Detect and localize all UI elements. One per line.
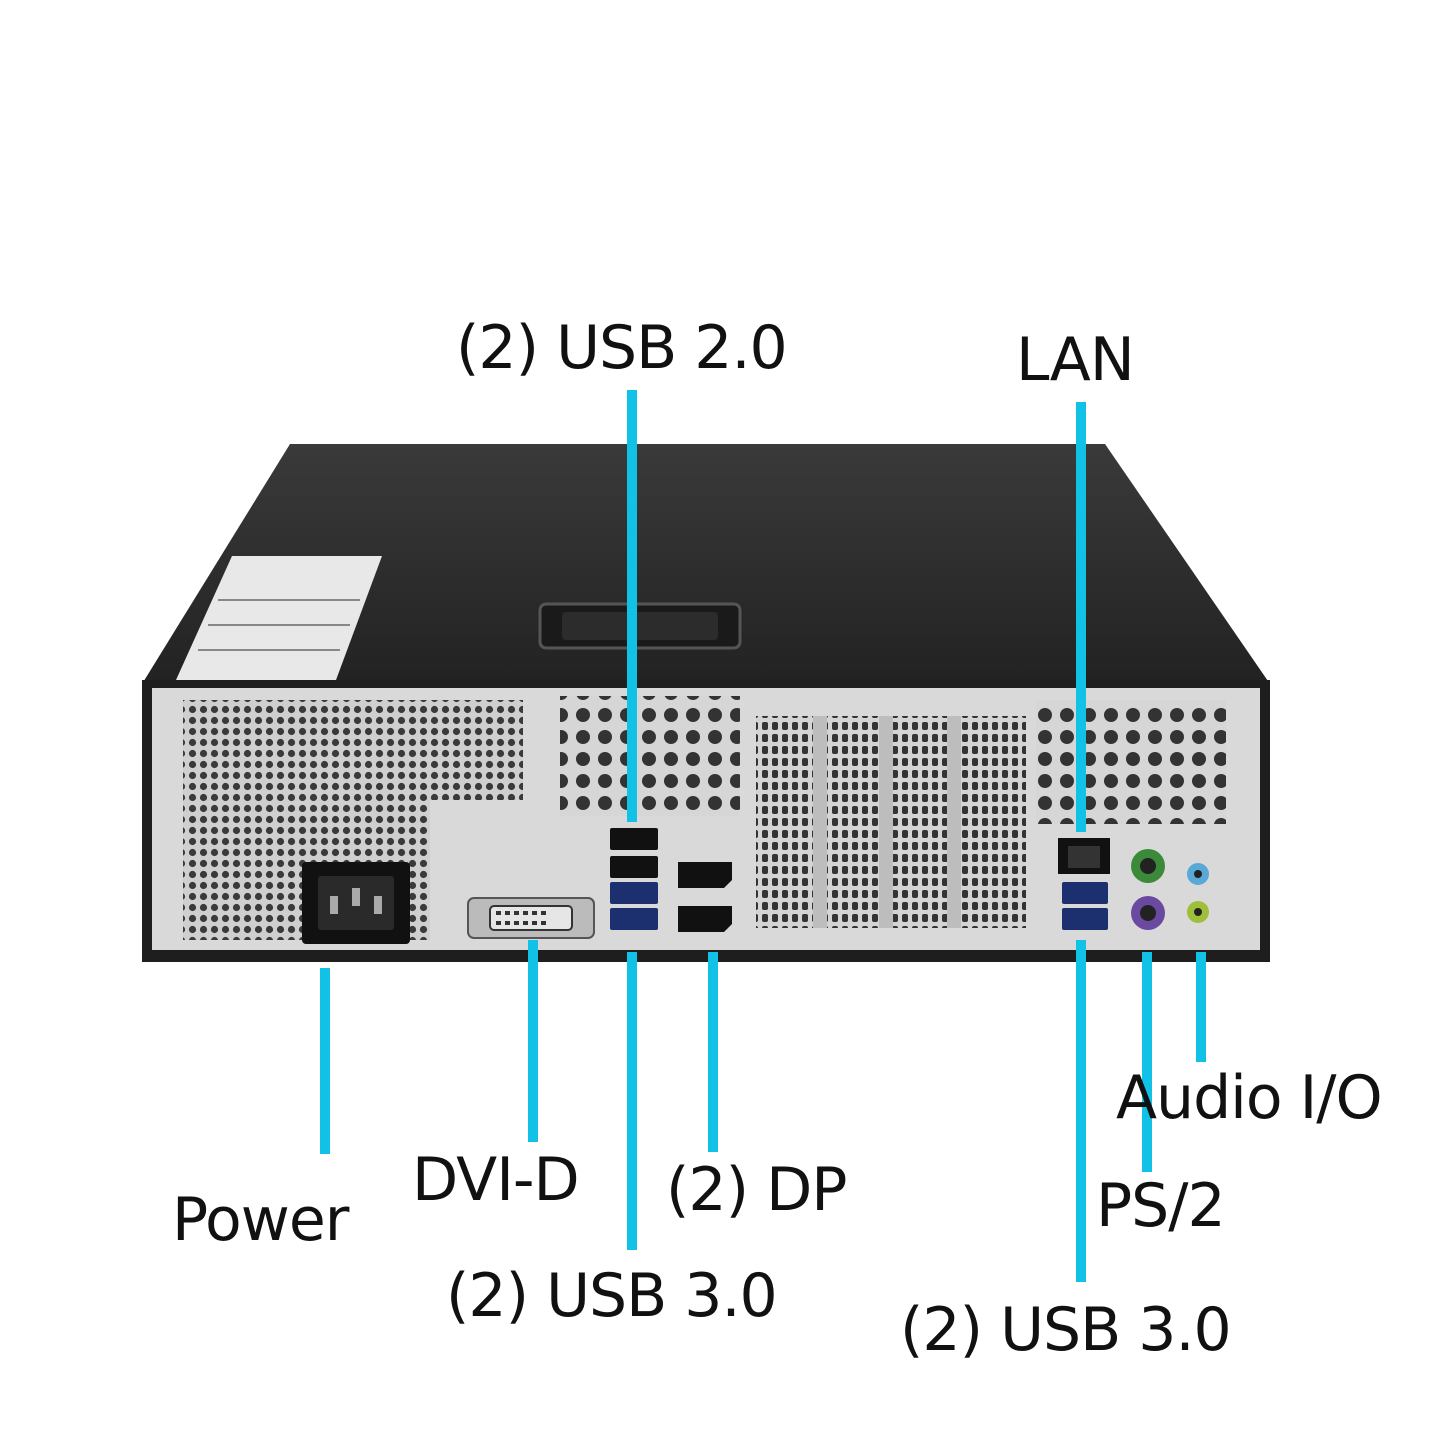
leader-ps2: [1142, 952, 1152, 1172]
usb-port-icon-right: [1062, 882, 1108, 930]
ethernet-port-icon: [1058, 838, 1110, 874]
displayport-icon: [678, 862, 732, 932]
label-usb30-left: (2) USB 3.0: [446, 1261, 778, 1331]
label-dvi-d: DVI-D: [412, 1145, 580, 1215]
ps2-port-icon: [1131, 849, 1165, 930]
label-usb30-right: (2) USB 3.0: [900, 1295, 1232, 1365]
leader-usb20: [627, 390, 637, 822]
leader-audio: [1196, 952, 1206, 1062]
usb-port-icon: [610, 828, 658, 930]
leader-lines: [320, 390, 1206, 1282]
io-vent: [560, 696, 740, 816]
handle-grip: [562, 612, 718, 640]
label-lan: LAN: [1016, 325, 1135, 395]
leader-usb30-left: [627, 952, 637, 1250]
leader-dvi: [528, 940, 538, 1142]
leader-lan: [1076, 402, 1086, 832]
rear-fan-vent: [1036, 700, 1226, 824]
leader-usb30-right: [1076, 940, 1086, 1282]
label-usb20: (2) USB 2.0: [456, 313, 788, 383]
chassis-top: [142, 444, 1270, 684]
power-socket-icon: [302, 862, 410, 944]
leader-dp: [708, 952, 718, 1152]
label-ps2: PS/2: [1096, 1171, 1226, 1241]
dvi-port-icon: [467, 897, 595, 939]
audio-jack-icon: [1187, 863, 1209, 923]
label-dp: (2) DP: [666, 1155, 847, 1225]
leader-power: [320, 968, 330, 1154]
label-audio-io: Audio I/O: [1116, 1063, 1383, 1133]
label-power: Power: [172, 1185, 349, 1255]
